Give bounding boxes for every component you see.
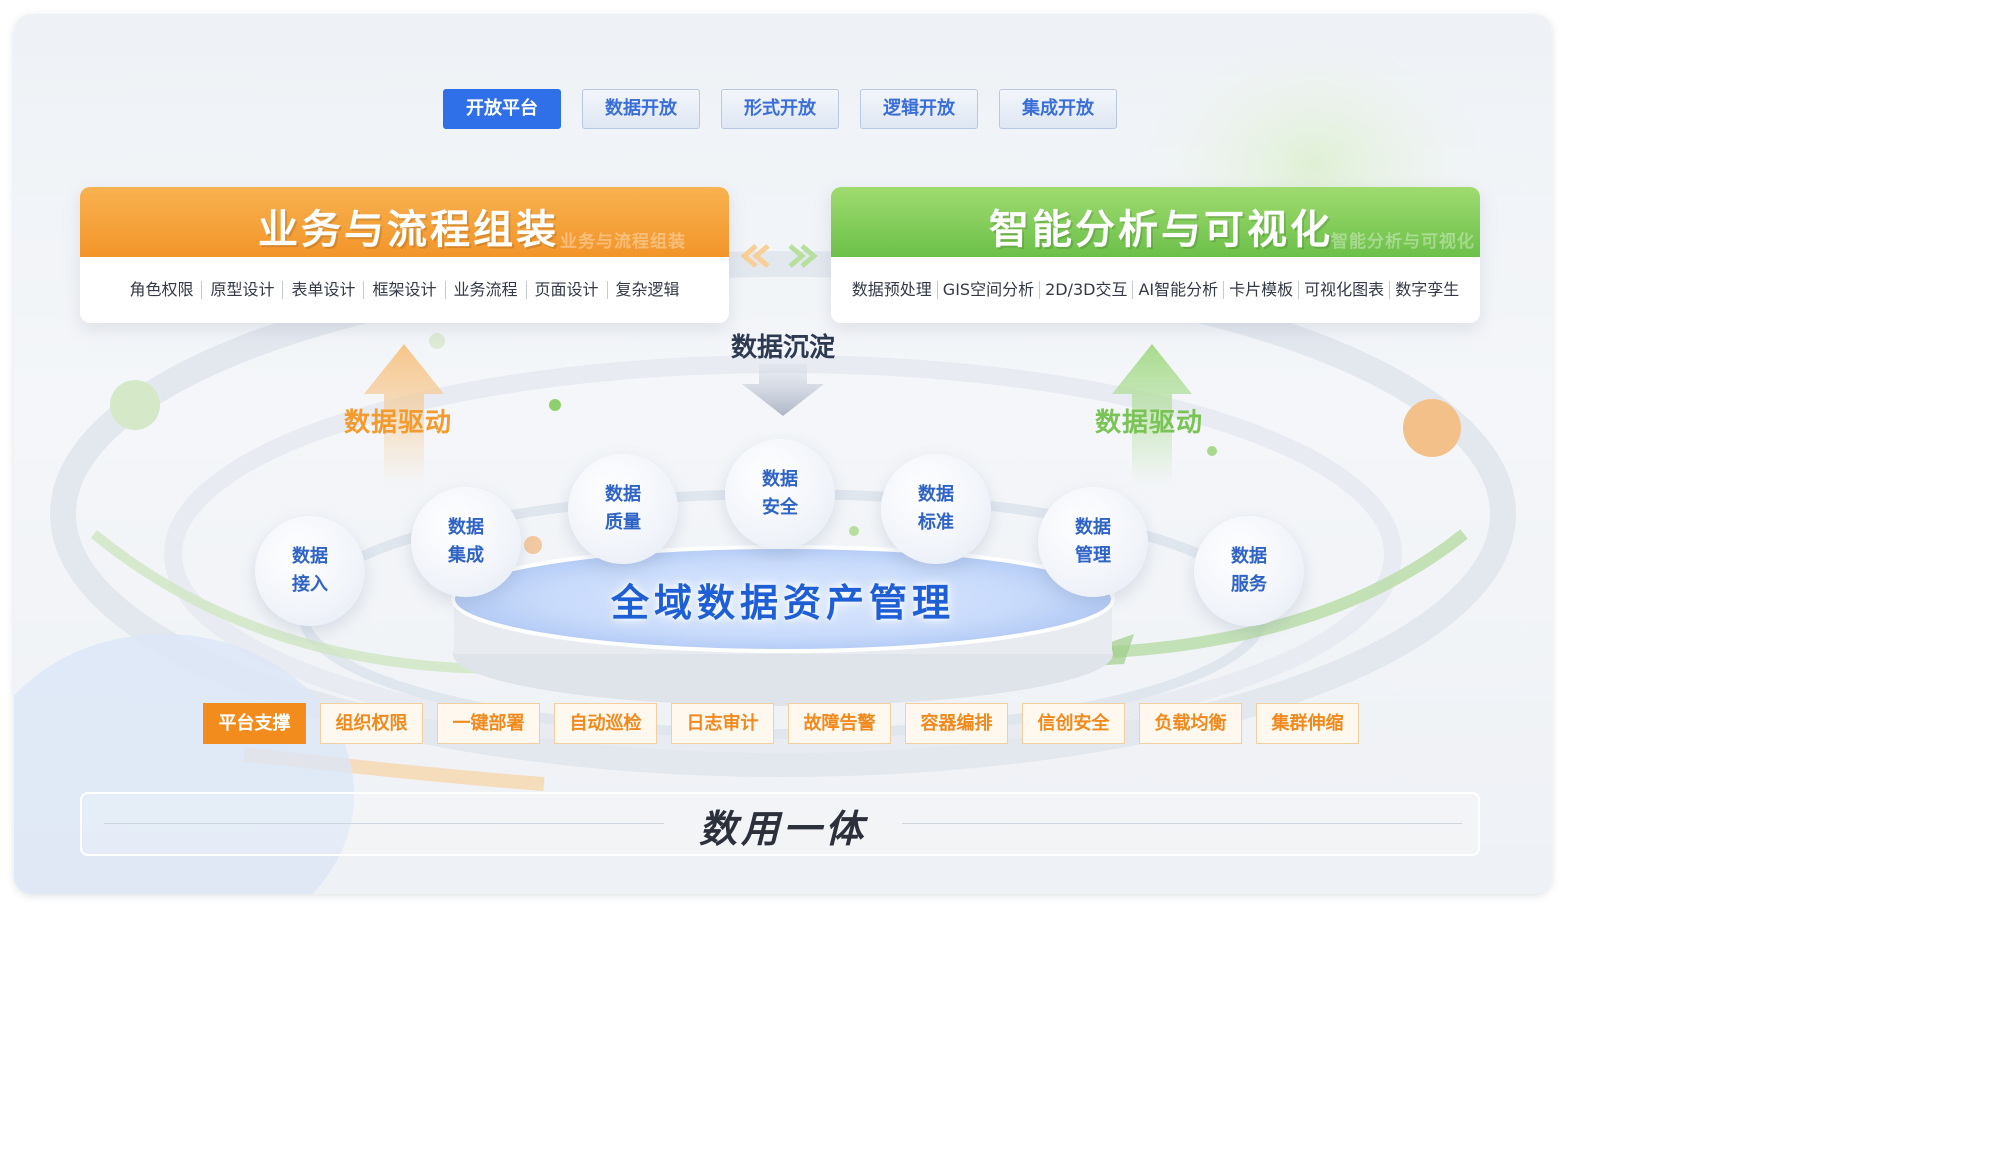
bubble-label: 数据 <box>605 484 641 505</box>
panel-title-shadow: 智能分析与可视化 <box>1331 232 1475 252</box>
tag-log-audit[interactable]: 日志审计 <box>671 703 774 744</box>
divider <box>201 281 203 299</box>
panel-item-list: 数据预处理 GIS空间分析 2D/3D交互 AI智能分析 卡片模板 可视化图表 … <box>831 257 1480 323</box>
data-drive-label-left: 数据驱动 <box>344 408 453 438</box>
tab-data-open[interactable]: 数据开放 <box>582 89 700 129</box>
bubble-data-service[interactable]: 数据 服务 <box>1194 516 1304 626</box>
bubble-data-management[interactable]: 数据 管理 <box>1038 487 1148 597</box>
panel-item[interactable]: 表单设计 <box>291 280 356 299</box>
business-process-panel: 业务与流程组装 业务与流程组装 角色权限 原型设计 表单设计 框架设计 业务流程… <box>80 187 729 323</box>
panel-item[interactable]: GIS空间分析 <box>942 280 1035 299</box>
panel-item[interactable]: 原型设计 <box>210 280 275 299</box>
tag-load-balancing[interactable]: 负载均衡 <box>1139 703 1242 744</box>
divider <box>606 281 608 299</box>
divider <box>1039 281 1041 299</box>
panel-title-shadow: 业务与流程组装 <box>560 232 686 252</box>
panel-item[interactable]: 业务流程 <box>453 280 518 299</box>
tab-logic-open[interactable]: 逻辑开放 <box>860 89 978 129</box>
panel-item-list: 角色权限 原型设计 表单设计 框架设计 业务流程 页面设计 复杂逻辑 <box>80 257 729 323</box>
panel-title: 智能分析与可视化 <box>989 207 1333 253</box>
core-title: 全域数据资产管理 <box>610 581 955 625</box>
panel-item[interactable]: 角色权限 <box>129 280 194 299</box>
bubble-label: 数据 <box>762 469 798 490</box>
bubble-label: 质量 <box>605 512 641 533</box>
panel-item[interactable]: 2D/3D交互 <box>1045 280 1128 299</box>
bottom-frame <box>80 792 1480 856</box>
tag-platform-support[interactable]: 平台支撑 <box>203 703 306 744</box>
divider <box>444 281 446 299</box>
divider <box>1132 281 1134 299</box>
tag-xinchuang-security[interactable]: 信创安全 <box>1022 703 1125 744</box>
bubble-data-access[interactable]: 数据 接入 <box>255 516 365 626</box>
bubble-data-integration[interactable]: 数据 集成 <box>411 487 521 597</box>
bubble-label: 服务 <box>1231 574 1267 595</box>
panel-item[interactable]: 复杂逻辑 <box>615 280 680 299</box>
panel-item[interactable]: 数字孪生 <box>1395 280 1460 299</box>
panel-header <box>80 187 729 257</box>
tag-container-orchestration[interactable]: 容器编排 <box>905 703 1008 744</box>
tag-org-permission[interactable]: 组织权限 <box>320 703 423 744</box>
divider <box>1298 281 1300 299</box>
tag-cluster-scaling[interactable]: 集群伸缩 <box>1256 703 1359 744</box>
divider <box>902 823 1462 824</box>
bubble-label: 管理 <box>1075 545 1111 566</box>
tab-open-platform[interactable]: 开放平台 <box>443 89 561 129</box>
panel-item[interactable]: 数据预处理 <box>851 280 932 299</box>
panel-item[interactable]: 框架设计 <box>372 280 437 299</box>
panel-header <box>831 187 1480 257</box>
bottom-title: 数用一体 <box>698 807 867 851</box>
analysis-visualization-panel: 智能分析与可视化 智能分析与可视化 数据预处理 GIS空间分析 2D/3D交互 … <box>831 187 1480 323</box>
panel-item[interactable]: 可视化图表 <box>1304 280 1385 299</box>
data-drive-label-right: 数据驱动 <box>1095 408 1204 438</box>
divider <box>363 281 365 299</box>
panel-item[interactable]: 卡片模板 <box>1229 280 1294 299</box>
bubble-data-quality[interactable]: 数据 质量 <box>568 454 678 564</box>
bubble-data-standard[interactable]: 数据 标准 <box>881 454 991 564</box>
bubble-label: 数据 <box>292 546 328 567</box>
divider <box>936 281 938 299</box>
diagram-card: 开放平台 数据开放 形式开放 逻辑开放 集成开放 业务与流程组装 业务与流程组装… <box>14 14 1552 894</box>
data-settle-label: 数据沉淀 <box>730 333 835 363</box>
panel-item[interactable]: 页面设计 <box>534 280 599 299</box>
tab-integration-open[interactable]: 集成开放 <box>999 89 1117 129</box>
tag-auto-inspection[interactable]: 自动巡检 <box>554 703 657 744</box>
bubble-label: 数据 <box>918 484 954 505</box>
panel-item[interactable]: AI智能分析 <box>1138 280 1219 299</box>
divider <box>1389 281 1391 299</box>
bubble-label: 集成 <box>448 545 484 566</box>
bubble-data-security[interactable]: 数据 安全 <box>725 439 835 549</box>
divider <box>1223 281 1225 299</box>
divider <box>104 823 664 824</box>
divider <box>525 281 527 299</box>
tag-fault-alert[interactable]: 故障告警 <box>788 703 891 744</box>
bubble-label: 接入 <box>292 574 328 595</box>
bubble-label: 数据 <box>1231 546 1267 567</box>
tab-form-open[interactable]: 形式开放 <box>721 89 839 129</box>
bubble-label: 标准 <box>918 512 954 533</box>
bubble-label: 数据 <box>448 517 484 538</box>
divider <box>282 281 284 299</box>
bubble-label: 数据 <box>1075 517 1111 538</box>
panel-title: 业务与流程组装 <box>258 207 559 253</box>
tag-one-click-deploy[interactable]: 一键部署 <box>437 703 540 744</box>
bubble-label: 安全 <box>762 497 798 518</box>
